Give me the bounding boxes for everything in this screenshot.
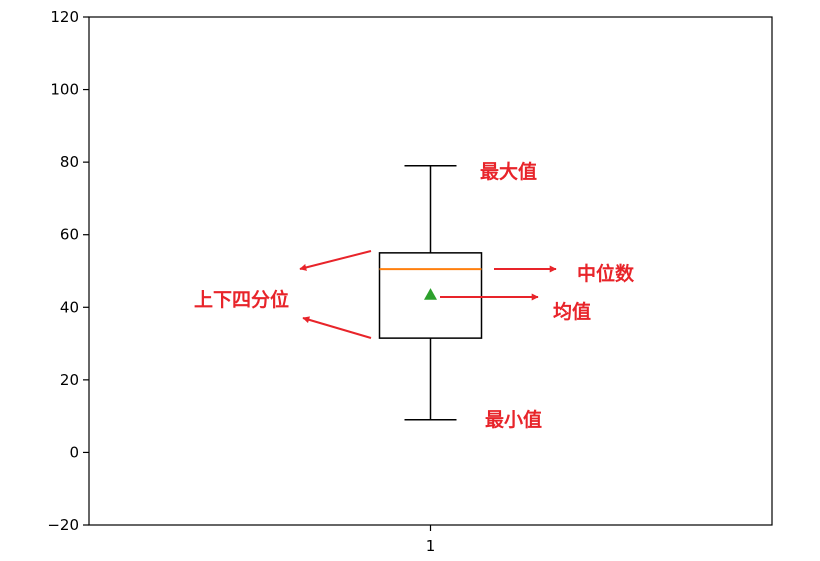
annotation-median-label: 中位数 bbox=[577, 262, 635, 285]
q1-arrow bbox=[302, 316, 372, 339]
y-tick-label: 60 bbox=[60, 226, 79, 244]
x-tick-label: 1 bbox=[426, 537, 436, 555]
y-tick-label: 0 bbox=[69, 443, 79, 461]
boxplot-group bbox=[378, 165, 483, 421]
annotations: 最大值 最小值 中位数 均值 上下四分位 bbox=[194, 160, 635, 431]
mean-marker bbox=[424, 288, 437, 300]
y-tick-label: 20 bbox=[60, 371, 79, 389]
q3-arrow bbox=[299, 250, 372, 271]
annotation-mean-label: 均值 bbox=[553, 300, 591, 323]
interquartile-box bbox=[378, 252, 483, 339]
x-axis: 1 bbox=[426, 525, 436, 555]
y-tick-label: 120 bbox=[50, 8, 79, 26]
y-axis: −20 0 20 40 60 80 100 120 bbox=[47, 8, 89, 534]
plot-area-frame bbox=[88, 16, 773, 526]
y-tick-label: 40 bbox=[60, 298, 79, 316]
annotation-max-label: 最大值 bbox=[480, 160, 537, 183]
y-tick-label: 80 bbox=[60, 153, 79, 171]
annotation-min-label: 最小值 bbox=[485, 408, 542, 431]
y-tick-label: 100 bbox=[50, 81, 79, 99]
y-tick-label: −20 bbox=[47, 516, 79, 534]
annotation-quartiles-label: 上下四分位 bbox=[194, 288, 289, 311]
